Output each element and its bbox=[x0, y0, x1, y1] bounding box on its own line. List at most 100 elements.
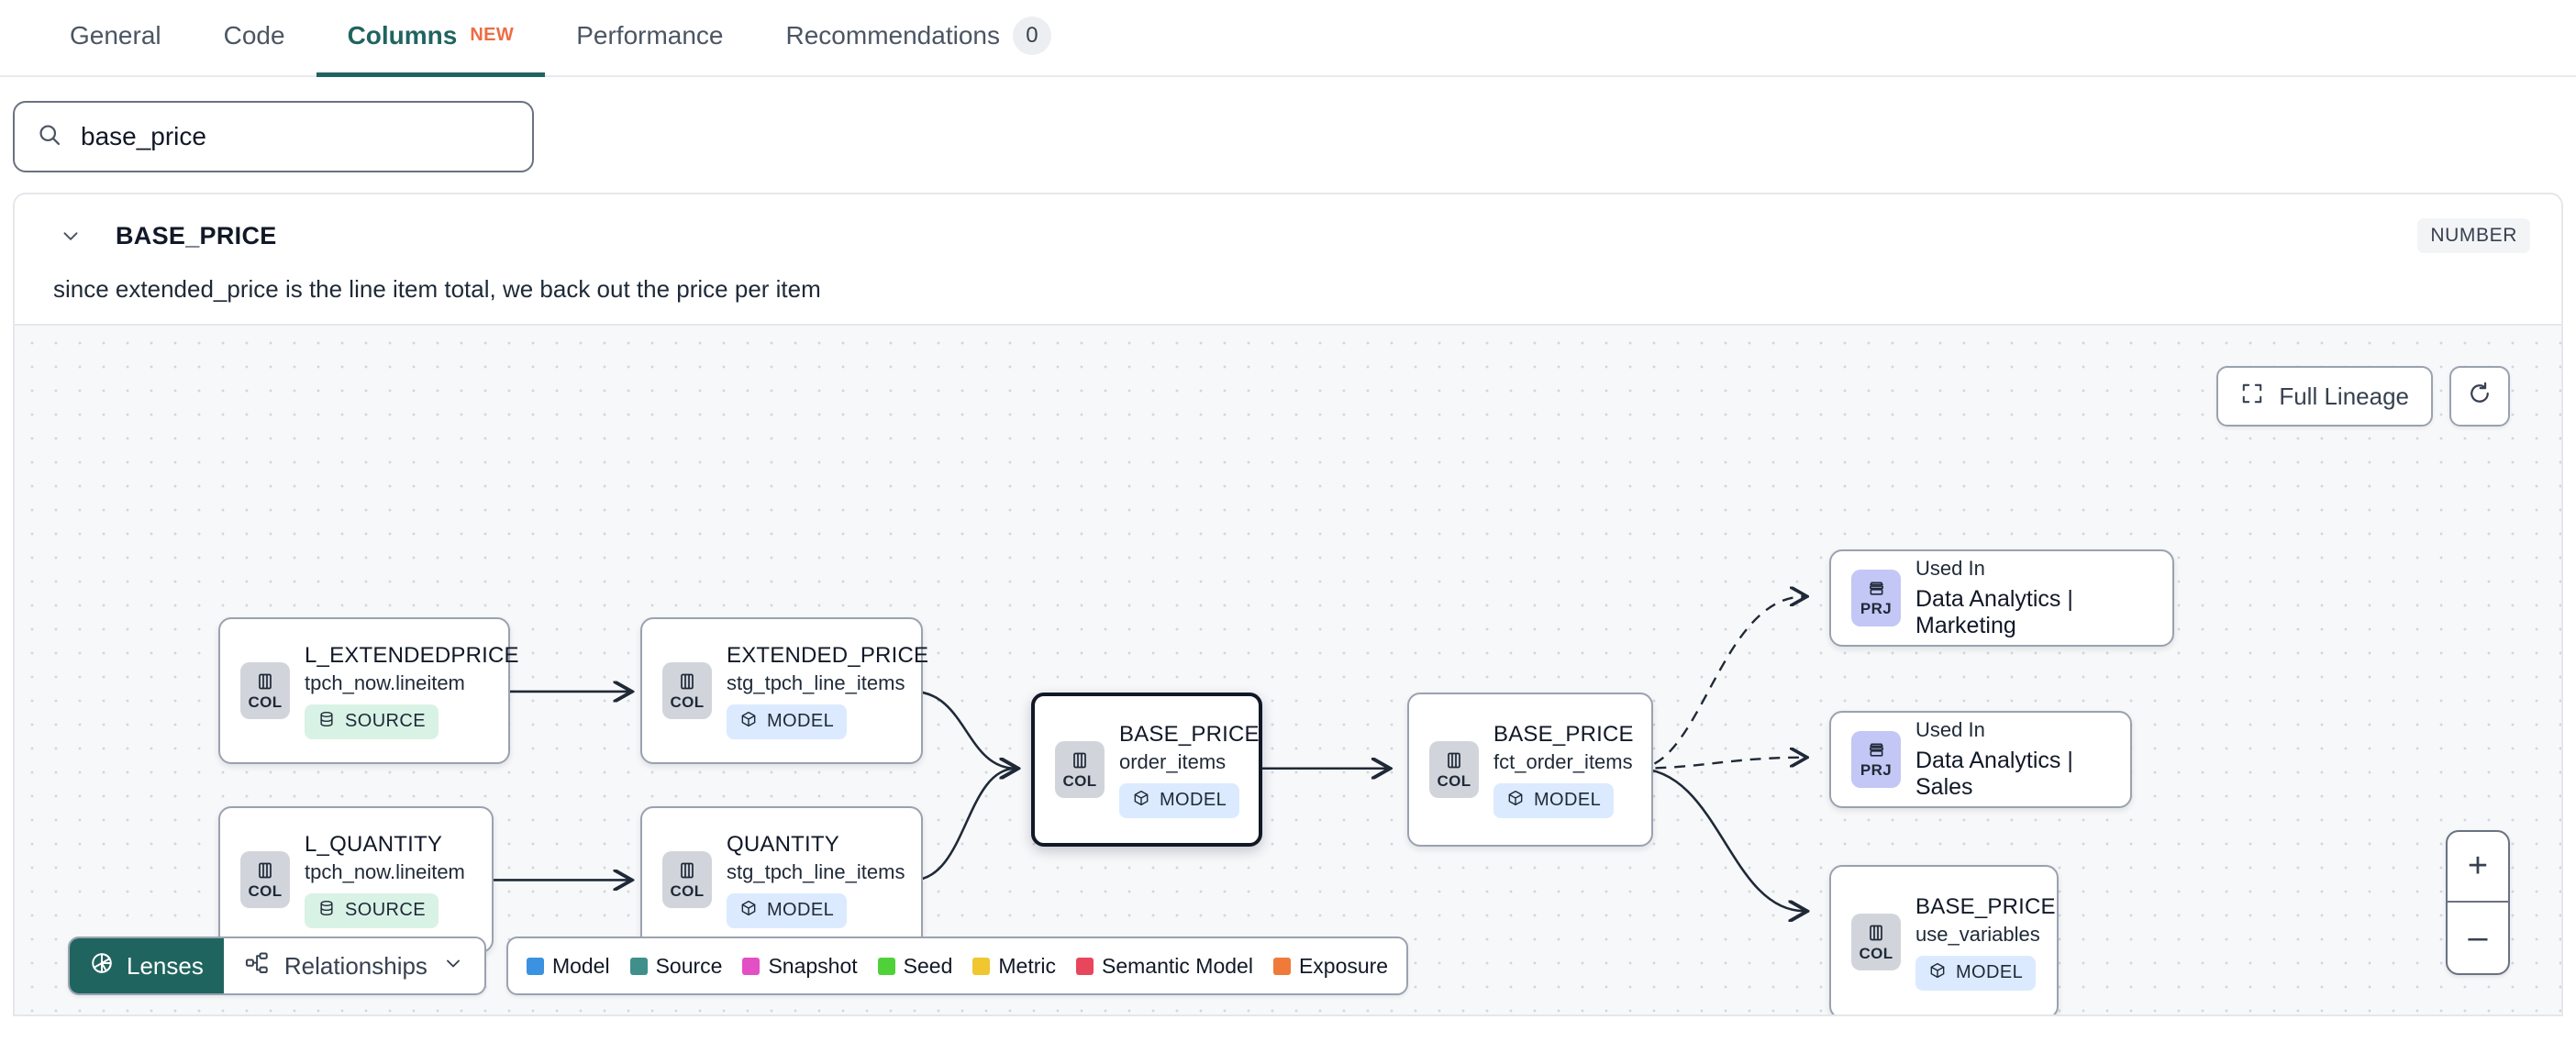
legend-item[interactable]: Model bbox=[526, 953, 610, 979]
project-icon-badge: PRJ bbox=[1851, 731, 1901, 788]
column-icon-badge: COL bbox=[1429, 741, 1479, 798]
relationships-label: Relationships bbox=[283, 951, 427, 980]
node-type-tag: MODEL bbox=[727, 704, 848, 739]
legend-label: Seed bbox=[903, 953, 953, 978]
tab-label: Columns bbox=[347, 21, 458, 50]
edge-fct-to-marketing bbox=[1636, 596, 1805, 770]
project-icon-badge: PRJ bbox=[1851, 570, 1901, 626]
cube-icon bbox=[739, 899, 758, 923]
lineage-edges bbox=[488, 326, 2561, 1016]
refresh-button[interactable] bbox=[2449, 366, 2510, 427]
lineage-node-quantity[interactable]: COL QUANTITY stg_tpch_line_items MODEL bbox=[640, 806, 923, 953]
edge-qty-to-base bbox=[912, 769, 1016, 881]
cube-icon bbox=[1506, 789, 1525, 813]
legend-swatch bbox=[742, 957, 761, 975]
full-lineage-label: Full Lineage bbox=[2279, 382, 2409, 410]
lineage-node-used-in-sales[interactable]: PRJ Used In Data Analytics | Sales bbox=[1829, 711, 2132, 808]
search-input[interactable] bbox=[81, 122, 510, 151]
node-type-tag: SOURCE bbox=[305, 704, 439, 739]
edge-fct-to-sales bbox=[1636, 758, 1805, 770]
node-body: Used In Data Analytics | Sales bbox=[1915, 718, 2110, 801]
legend-item[interactable]: Semantic Model bbox=[1076, 954, 1253, 979]
database-icon bbox=[317, 710, 336, 734]
tab-performance[interactable]: Performance bbox=[545, 0, 754, 75]
lineage-node-base-price-order-items[interactable]: COL BASE_PRICE order_items MODEL bbox=[1031, 693, 1262, 847]
zoom-in-button[interactable]: + bbox=[2448, 832, 2508, 903]
lineage-legend: Model Source Snapshot Seed Metric bbox=[505, 937, 1409, 995]
lineage-node-used-in-marketing[interactable]: PRJ Used In Data Analytics | Marketing bbox=[1829, 549, 2174, 647]
node-subtitle: stg_tpch_line_items bbox=[727, 859, 905, 883]
node-subtitle: stg_tpch_line_items bbox=[727, 671, 905, 694]
relationships-dropdown[interactable]: Relationships bbox=[224, 938, 484, 993]
tab-recommendations[interactable]: Recommendations 0 bbox=[755, 0, 1083, 75]
lenses-button[interactable]: Lenses bbox=[70, 938, 224, 993]
lenses-relationships-group: Lenses Relationships bbox=[68, 937, 486, 995]
legend-label: Source bbox=[655, 953, 723, 978]
tab-general[interactable]: General bbox=[39, 0, 193, 75]
legend-item[interactable]: Source bbox=[629, 953, 723, 979]
tab-label: General bbox=[70, 21, 161, 50]
legend-item[interactable]: Snapshot bbox=[742, 954, 858, 979]
column-icon bbox=[254, 671, 276, 693]
column-type-badge: NUMBER bbox=[2417, 218, 2530, 253]
zoom-out-button[interactable]: – bbox=[2468, 918, 2488, 957]
legend-swatch bbox=[629, 957, 648, 975]
project-icon bbox=[1866, 578, 1887, 599]
tab-label: Code bbox=[223, 21, 285, 50]
node-subtitle: use_variables bbox=[1915, 922, 2040, 946]
column-icon bbox=[1069, 749, 1091, 771]
column-icon-label: COL bbox=[248, 693, 283, 711]
tab-code[interactable]: Code bbox=[193, 0, 316, 75]
lineage-node-base-price-use-variables[interactable]: COL BASE_PRICE use_variables MODEL bbox=[1829, 865, 2059, 1014]
search-box[interactable] bbox=[13, 101, 534, 172]
project-icon bbox=[1866, 739, 1887, 760]
column-icon-label: COL bbox=[248, 881, 283, 900]
nodes-icon bbox=[244, 950, 270, 982]
node-title: L_QUANTITY bbox=[305, 831, 443, 857]
node-title: BASE_PRICE bbox=[1493, 721, 1634, 747]
tab-label: Recommendations bbox=[785, 21, 1000, 50]
legend-item[interactable]: Seed bbox=[877, 953, 953, 979]
canvas-bottom-bar: Lenses Relationships bbox=[68, 937, 1409, 995]
column-icon bbox=[676, 671, 698, 693]
cube-icon bbox=[1928, 961, 1947, 985]
lineage-node-l-quantity[interactable]: COL L_QUANTITY tpch_now.lineitem SOURCE bbox=[218, 806, 494, 953]
aperture-icon bbox=[90, 951, 114, 981]
legend-swatch bbox=[1076, 957, 1094, 975]
node-body: L_EXTENDEDPRICE tpch_now.lineitem SOURCE bbox=[305, 643, 519, 739]
lineage-canvas[interactable]: COL L_EXTENDEDPRICE tpch_now.lineitem SO… bbox=[15, 324, 2561, 1016]
node-type-tag: MODEL bbox=[1119, 782, 1240, 818]
project-icon-label: PRJ bbox=[1860, 761, 1893, 779]
legend-swatch bbox=[1272, 957, 1291, 975]
column-icon bbox=[1865, 922, 1887, 944]
node-tag-label: MODEL bbox=[767, 900, 835, 920]
node-project-name: Data Analytics | Sales bbox=[1915, 748, 2073, 800]
lineage-node-l-extendedprice[interactable]: COL L_EXTENDEDPRICE tpch_now.lineitem SO… bbox=[218, 617, 519, 764]
column-icon-label: COL bbox=[670, 881, 705, 900]
chevron-down-icon[interactable] bbox=[59, 224, 83, 248]
chevron-down-icon bbox=[442, 952, 464, 981]
cube-icon bbox=[739, 710, 758, 734]
column-icon-label: COL bbox=[670, 693, 705, 711]
legend-item[interactable]: Exposure bbox=[1272, 954, 1388, 979]
column-icon-badge: COL bbox=[1055, 741, 1105, 798]
legend-item[interactable]: Metric bbox=[972, 954, 1056, 979]
database-icon bbox=[317, 899, 336, 923]
search-bar-container bbox=[0, 77, 2576, 193]
edge-fct-to-usevars bbox=[1636, 767, 1805, 912]
lineage-node-extended-price[interactable]: COL EXTENDED_PRICE stg_tpch_line_items M… bbox=[640, 617, 928, 764]
lineage-node-base-price-fct-order-items[interactable]: COL BASE_PRICE fct_order_items MODEL bbox=[1407, 693, 1653, 847]
full-lineage-button[interactable]: Full Lineage bbox=[2216, 366, 2433, 427]
node-subtitle: fct_order_items bbox=[1493, 749, 1633, 773]
column-detail-panel: BASE_PRICE NUMBER since extended_price i… bbox=[13, 193, 2563, 1016]
tab-columns[interactable]: Columns NEW bbox=[316, 0, 546, 77]
node-subtitle: tpch_now.lineitem bbox=[305, 859, 465, 883]
node-body: BASE_PRICE use_variables MODEL bbox=[1915, 894, 2056, 991]
legend-label: Model bbox=[551, 953, 610, 978]
node-type-tag: MODEL bbox=[1915, 955, 2037, 991]
page-title: BASE_PRICE bbox=[116, 221, 277, 249]
node-type-tag: MODEL bbox=[727, 892, 848, 928]
node-title: EXTENDED_PRICE bbox=[727, 642, 929, 668]
node-tag-label: SOURCE bbox=[345, 711, 426, 731]
node-tag-label: MODEL bbox=[767, 711, 835, 731]
